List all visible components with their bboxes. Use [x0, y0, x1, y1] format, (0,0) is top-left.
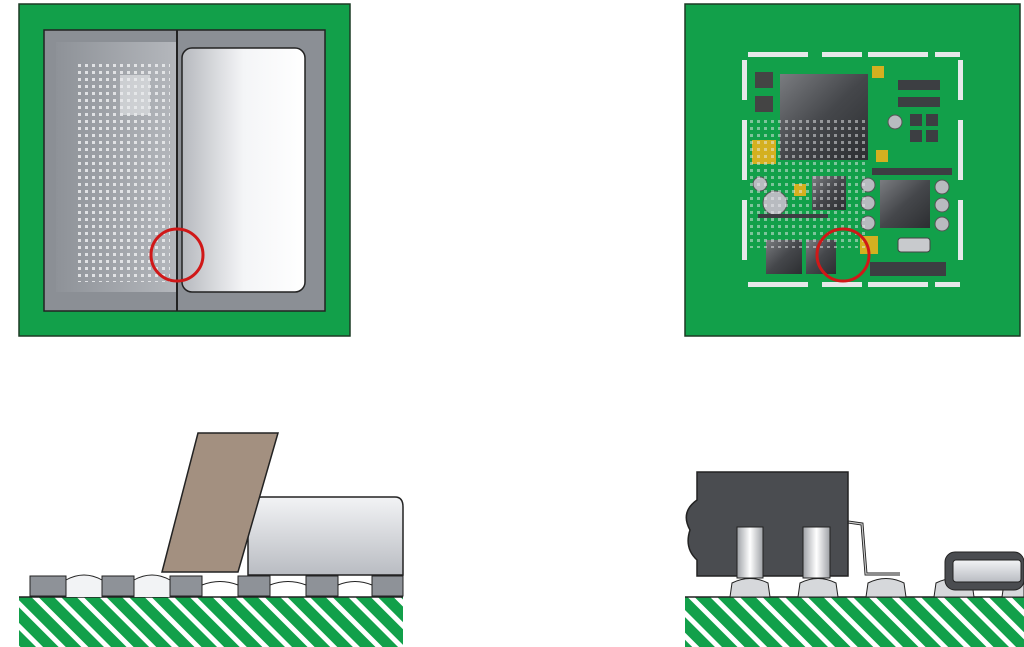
highlight-circle: [815, 227, 871, 283]
placement-cross-section: [685, 471, 1024, 647]
stencil-segments: [29, 575, 404, 597]
component: [898, 97, 940, 107]
highlight-circle: [149, 227, 205, 283]
connector: [872, 168, 952, 175]
solder-paste: [247, 496, 404, 576]
component-lead: [802, 526, 831, 579]
connector: [870, 262, 946, 276]
solder-paste-layer: [181, 47, 306, 293]
paste-deposits: [65, 574, 171, 597]
populated-pcb-panel: [684, 3, 1021, 337]
gull-wing-lead: [847, 520, 900, 576]
component: [755, 96, 773, 112]
component: [898, 80, 940, 90]
crystal: [897, 237, 931, 253]
printing-cross-section: [19, 432, 404, 647]
chip: [880, 180, 930, 228]
component: [755, 72, 773, 88]
small-pads: [748, 118, 868, 248]
stencil-panel: [18, 3, 351, 337]
silkscreen-marks: [742, 52, 963, 287]
squeegee-blade: [161, 432, 279, 573]
component-lead: [736, 526, 764, 579]
chip-component-body: [952, 559, 1022, 583]
stencil-aperture-block: [120, 75, 150, 115]
pcb-substrate: [685, 597, 1024, 647]
pcb-substrate: [19, 597, 403, 647]
